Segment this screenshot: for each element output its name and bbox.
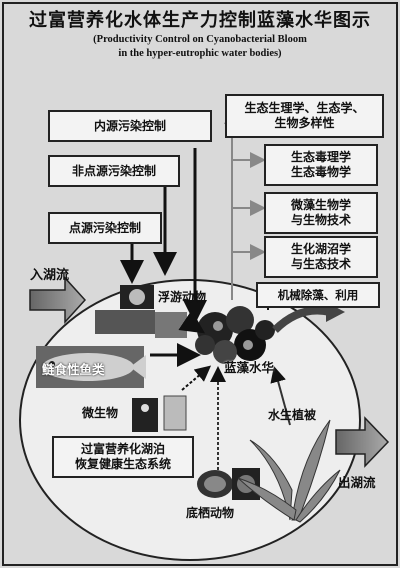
fish-label: 鲢食性鱼类: [42, 362, 105, 377]
diagram-subtitle-line2: in the hyper-eutrophic water bodies): [118, 48, 282, 59]
benthos-label: 底栖动物: [186, 506, 235, 520]
removal-curve: [272, 306, 331, 333]
microbe-photo-1: [132, 398, 158, 432]
diagram-subtitle-line1: (Productivity Control on Cyanobacterial …: [93, 34, 307, 45]
zooplankton-label: 浮游动物: [158, 290, 207, 304]
discipline-1-line1: 生态生理学、生态学、: [244, 101, 365, 115]
restoration-line1: 过富营养化湖泊: [80, 442, 165, 456]
microbe-to-bloom-arrow: [181, 365, 212, 391]
aquatic-plant-graphic: [237, 419, 341, 523]
nonpoint-pollution-control-label: 非点源污染控制: [71, 163, 156, 178]
nonpoint-pollution-control-box: 非点源污染控制: [48, 155, 180, 187]
outflow-label: 出湖流: [338, 475, 376, 490]
discipline-box-3: 微藻生物学 与生物技术: [264, 192, 378, 234]
discipline-4-line2: 与生态技术: [290, 257, 351, 271]
ecosystem-restoration-box: 过富营养化湖泊 恢复健康生态系统: [52, 436, 194, 478]
discipline-3-line1: 微藻生物学: [290, 198, 351, 212]
cyanobacterial-bloom-label: 蓝藻水华: [224, 360, 275, 375]
diagram-title: 过富营养化水体生产力控制蓝藻水华图示: [29, 10, 371, 31]
microbes-label: 微生物: [82, 406, 119, 420]
inflow-label: 入湖流: [30, 268, 70, 283]
discipline-box-4: 生化湖沼学 与生态技术: [264, 236, 378, 278]
inflow-arrow: [29, 276, 87, 324]
aquatic-plants-label: 水生植被: [268, 408, 317, 422]
restoration-line2: 恢复健康生态系统: [74, 457, 171, 471]
rotifer-photo: [155, 312, 187, 338]
discipline-3-line2: 与生物技术: [290, 213, 351, 227]
internal-pollution-control-box: 内源污染控制: [48, 110, 212, 142]
zooplankton-to-bloom-arrow: [178, 310, 205, 334]
discipline-2-line1: 生态毒理学: [290, 150, 351, 164]
plankton-photo: [95, 310, 155, 334]
point-pollution-control-label: 点源污染控制: [68, 220, 141, 235]
internal-pollution-control-label: 内源污染控制: [93, 118, 166, 133]
discipline-4-line1: 生化湖沼学: [290, 242, 351, 256]
discipline-box-2: 生态毒理学 生态毒物学: [264, 144, 378, 186]
point-pollution-control-box: 点源污染控制: [48, 212, 162, 244]
discipline-2-line2: 生态毒物学: [290, 165, 351, 179]
plant-to-bloom-arrow: [270, 366, 291, 426]
discipline-1-line2: 生物多样性: [274, 116, 335, 130]
bloom-cluster: [195, 306, 275, 364]
mechanical-removal-box: 机械除藻、利用: [256, 282, 380, 308]
outflow-arrow: [335, 416, 390, 468]
discipline-box-1: 生态生理学、生态学、 生物多样性: [225, 94, 384, 138]
microbe-photo-2: [163, 395, 187, 431]
mechanical-removal-label: 机械除藻、利用: [277, 287, 359, 302]
